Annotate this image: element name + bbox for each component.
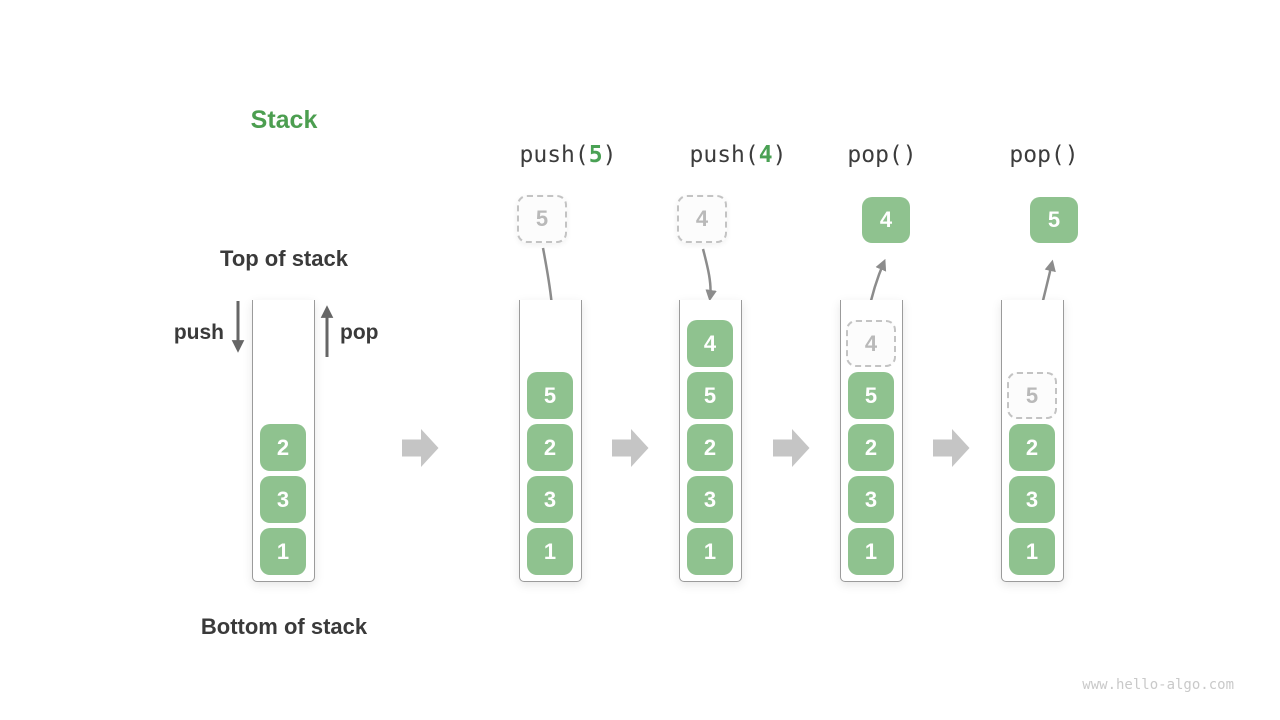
stack-item: 1 bbox=[848, 528, 894, 575]
stack-container-after-push5: 5 2 3 1 bbox=[519, 300, 582, 582]
stack-item: 5 bbox=[527, 372, 573, 419]
push4-insert-arrow-icon bbox=[701, 248, 717, 302]
op-suffix: ) bbox=[1064, 142, 1079, 168]
stack-item: 3 bbox=[1009, 476, 1055, 523]
op-label-push-4: push(4) bbox=[653, 142, 823, 168]
stack-container-after-push4: 4 5 2 3 1 bbox=[679, 300, 742, 582]
stack-item: 1 bbox=[260, 528, 306, 575]
top-of-stack-label: Top of stack bbox=[220, 246, 348, 271]
pushed-value-box: 5 bbox=[517, 195, 567, 243]
ghost-item: 4 bbox=[846, 320, 896, 367]
stack-item: 3 bbox=[260, 476, 306, 523]
popped-value-box: 5 bbox=[1030, 197, 1078, 243]
op-suffix: ) bbox=[602, 142, 617, 168]
ghost-item: 5 bbox=[1007, 372, 1057, 419]
op-suffix: ) bbox=[902, 142, 917, 168]
stack-item: 3 bbox=[687, 476, 733, 523]
stack-item: 2 bbox=[1009, 424, 1055, 471]
stack-item: 1 bbox=[687, 528, 733, 575]
push-label: push bbox=[173, 321, 224, 344]
op-label-pop-2: pop() bbox=[959, 142, 1129, 168]
stack-item: 5 bbox=[687, 372, 733, 419]
site-watermark: www.hello-algo.com bbox=[1082, 677, 1234, 693]
stack-item: 2 bbox=[848, 424, 894, 471]
op-label-push-5: push(5) bbox=[483, 142, 653, 168]
op-label-pop-1: pop() bbox=[797, 142, 967, 168]
op-prefix: pop( bbox=[847, 142, 903, 168]
stack-container-initial: 2 3 1 bbox=[252, 300, 315, 582]
stack-container-after-pop5: 5 2 3 1 bbox=[1001, 300, 1064, 582]
transition-arrow-icon bbox=[612, 429, 649, 467]
transition-arrow-icon bbox=[773, 429, 810, 467]
stack-item: 5 bbox=[848, 372, 894, 419]
op-suffix: ) bbox=[772, 142, 787, 168]
transition-arrow-icon bbox=[402, 429, 439, 467]
stack-item: 4 bbox=[687, 320, 733, 367]
op-prefix: push( bbox=[689, 142, 759, 168]
pushed-value-box: 4 bbox=[677, 195, 727, 243]
diagram-title: Stack bbox=[250, 106, 318, 134]
stack-item: 1 bbox=[527, 528, 573, 575]
op-prefix: pop( bbox=[1009, 142, 1065, 168]
pop-label: pop bbox=[340, 321, 379, 344]
stack-container-after-pop4: 4 5 2 3 1 bbox=[840, 300, 903, 582]
stack-item: 1 bbox=[1009, 528, 1055, 575]
popped-value-box: 4 bbox=[862, 197, 910, 243]
stack-item: 3 bbox=[848, 476, 894, 523]
stack-item: 2 bbox=[687, 424, 733, 471]
op-arg: 5 bbox=[588, 142, 603, 168]
stack-item: 3 bbox=[527, 476, 573, 523]
bottom-of-stack-label: Bottom of stack bbox=[200, 614, 368, 639]
op-arg: 4 bbox=[758, 142, 773, 168]
op-prefix: push( bbox=[519, 142, 589, 168]
stack-item: 2 bbox=[527, 424, 573, 471]
transition-arrow-icon bbox=[933, 429, 970, 467]
stack-item: 2 bbox=[260, 424, 306, 471]
